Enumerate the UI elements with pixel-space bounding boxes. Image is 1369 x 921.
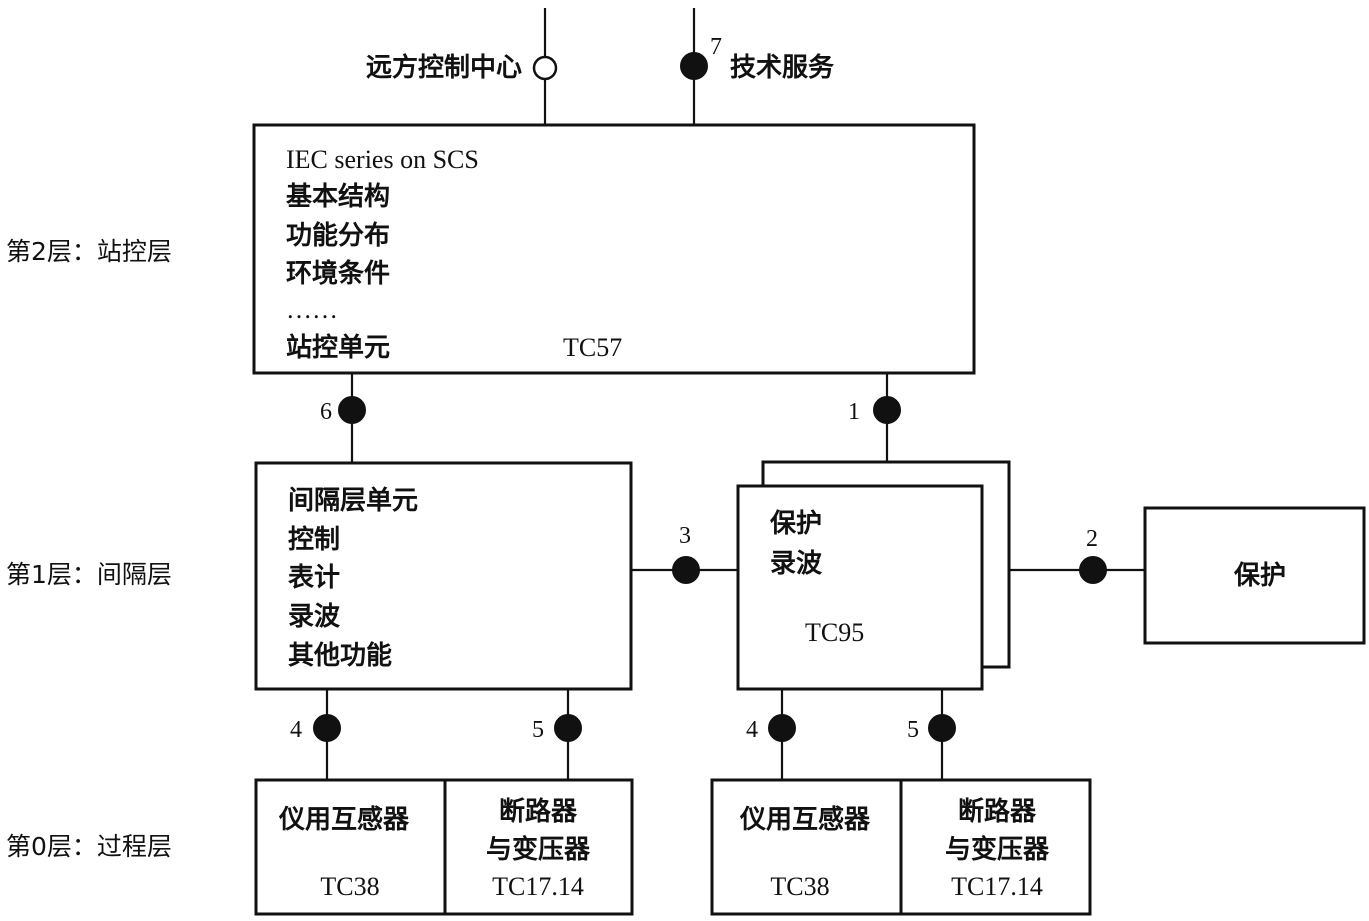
interface-dot-4-right <box>768 714 796 742</box>
breaker-tc-left: TC17.14 <box>492 872 584 901</box>
station-item: 功能分布 <box>286 220 390 251</box>
remote-control-label: 远方控制中心 <box>366 52 522 83</box>
station-control-box <box>252 123 976 375</box>
breaker-transformer-box-right <box>899 778 1092 916</box>
bay-item: 其他功能 <box>288 640 392 671</box>
station-item-ellipsis: …… <box>286 295 338 324</box>
instrument-transformer-label-right: 仪用互感器 <box>739 805 871 835</box>
interface-dot-4-left <box>313 714 341 742</box>
interface-dot-2 <box>1079 556 1107 584</box>
breaker-label-right-line2: 与变压器 <box>945 834 1050 865</box>
layer-0-label: 第0层：过程层 <box>6 832 172 861</box>
breaker-tc-right: TC17.14 <box>951 872 1043 901</box>
protection-item: 保护 <box>769 509 822 539</box>
interface-dot-3 <box>672 556 700 584</box>
interface-number-5-left: 5 <box>532 717 544 743</box>
remote-interface-open-dot <box>532 55 558 81</box>
bay-item: 表计 <box>288 563 340 593</box>
station-tc-label: TC57 <box>563 333 622 362</box>
interface-dot-6 <box>338 396 366 424</box>
interface-number-4-right: 4 <box>746 717 758 743</box>
breaker-label-left-line1: 断路器 <box>499 796 578 827</box>
interface-number-4-left: 4 <box>290 717 302 743</box>
instrument-tc-left: TC38 <box>320 872 379 901</box>
interface-number-7: 7 <box>710 34 722 60</box>
bay-unit-box <box>254 461 633 691</box>
instrument-transformer-box-left <box>254 778 447 916</box>
station-unit-label: 站控单元 <box>286 333 390 363</box>
breaker-label-right-line1: 断路器 <box>958 796 1037 827</box>
interface-number-2: 2 <box>1086 526 1098 552</box>
interface-number-3: 3 <box>679 523 691 549</box>
protection-box-front <box>736 484 984 691</box>
layer-1-label: 第1层：间隔层 <box>6 560 172 589</box>
bay-item: 控制 <box>288 525 340 555</box>
protection-item: 录波 <box>770 549 823 579</box>
interface-number-6: 6 <box>320 399 332 425</box>
external-protection-label: 保护 <box>1233 561 1286 591</box>
interface-number-1: 1 <box>848 399 860 425</box>
interface-number-5-right: 5 <box>907 717 919 743</box>
interface-dot-5-right <box>928 714 956 742</box>
station-item: 环境条件 <box>286 258 390 289</box>
bay-item: 间隔层单元 <box>288 486 418 516</box>
station-item: 基本结构 <box>286 182 390 212</box>
breaker-label-left-line2: 与变压器 <box>486 834 591 865</box>
instrument-transformer-label-left: 仪用互感器 <box>278 805 410 835</box>
external-protection-box <box>1143 506 1366 645</box>
tech-service-label: 技术服务 <box>730 53 834 83</box>
instrument-tc-right: TC38 <box>770 872 829 901</box>
bay-item: 录波 <box>288 602 341 632</box>
interface-dot-1 <box>873 396 901 424</box>
protection-tc-label: TC95 <box>805 618 864 647</box>
station-box-title: IEC series on SCS <box>286 145 479 174</box>
interface-dot-5-left <box>554 714 582 742</box>
layer-2-label: 第2层：站控层 <box>6 237 172 266</box>
breaker-transformer-box-left <box>443 778 634 916</box>
interface-dot-7 <box>680 52 708 80</box>
